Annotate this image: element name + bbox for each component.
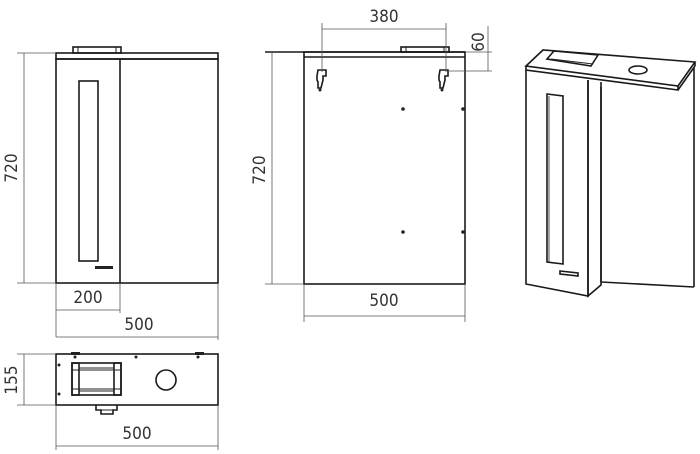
screw-dot (401, 107, 405, 111)
screw-dot (461, 230, 465, 234)
top-view: 155 500 (2, 352, 219, 450)
front-height-label: 720 (2, 153, 22, 182)
top-light-fixture (72, 46, 122, 54)
isometric-view (524, 49, 697, 298)
iso-door-handle (559, 270, 579, 277)
iso-door-window (546, 93, 564, 265)
screw-dot (461, 107, 465, 111)
screw-dot (401, 230, 405, 234)
top-view-outline (55, 353, 219, 406)
right-hanger-icon (438, 69, 449, 92)
door-window (78, 80, 99, 262)
back-height-label: 720 (250, 155, 270, 184)
iso-door (525, 70, 589, 297)
back-hanger-offset-label: 60 (469, 32, 489, 51)
back-view: 380 60 720 500 (250, 7, 492, 322)
top-width-label: 500 (122, 424, 151, 444)
iso-light-fixture (545, 50, 600, 67)
front-door-width-label: 200 (73, 288, 102, 308)
top-round-hole-icon (155, 369, 177, 391)
cabinet-body (55, 58, 219, 284)
iso-light-hole (628, 65, 648, 75)
top-depth-label: 155 (2, 365, 22, 394)
front-view: 720 200 500 (2, 46, 219, 340)
left-hanger-icon (316, 69, 327, 92)
back-hanger-spacing-label: 380 (369, 7, 398, 27)
front-width-label: 500 (124, 315, 153, 335)
top-light-fixture-icon (71, 362, 122, 396)
door-handle (95, 266, 113, 269)
top-shelf (55, 52, 219, 60)
back-width-label: 500 (369, 291, 398, 311)
back-panel (303, 51, 466, 285)
